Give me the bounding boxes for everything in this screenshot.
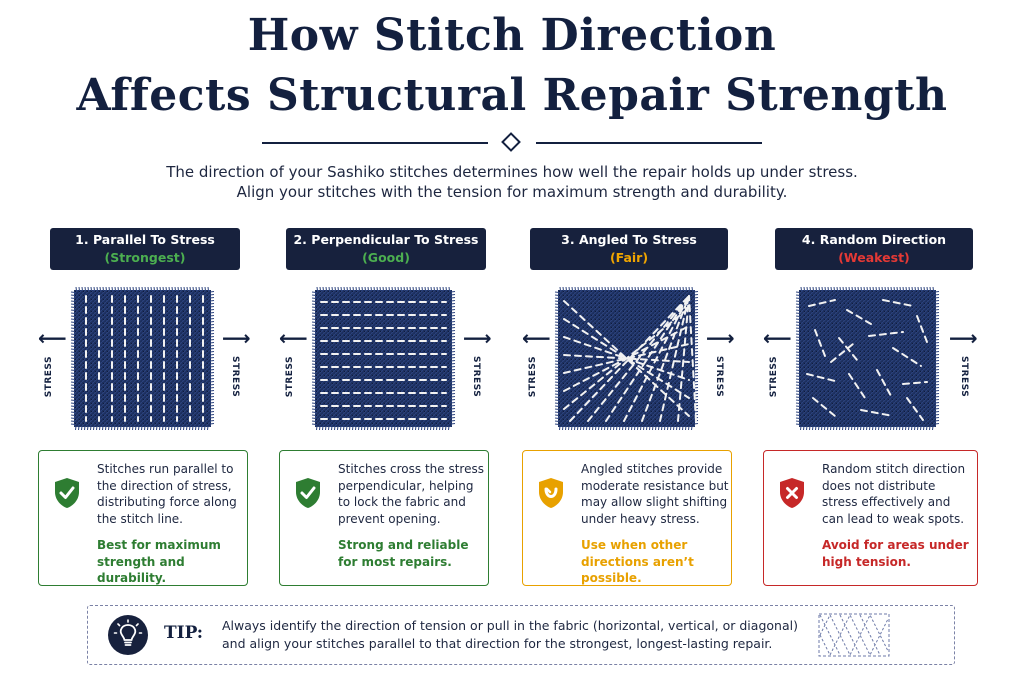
method-badge: 1. Parallel To Stress (Strongest) <box>50 228 240 270</box>
stress-label-left: STRESS <box>44 356 54 398</box>
card-description: Angled stitches provide moderate resista… <box>581 462 729 526</box>
arrow-left-icon: ⟵ <box>279 326 308 350</box>
stress-label-right: STRESS <box>230 356 240 398</box>
page-title-line-2: Affects Structural Repair Strength <box>76 70 948 121</box>
stress-label-right: STRESS <box>959 356 969 398</box>
arrow-left-icon: ⟵ <box>522 326 551 350</box>
card-description: Random stitch direction does not distrib… <box>822 462 966 526</box>
fabric-swatch-random <box>795 286 940 431</box>
method-rating: (Good) <box>362 250 410 265</box>
sashiko-pattern-swatch <box>818 613 890 657</box>
card-description: Stitches cross the stress perpendicular,… <box>338 462 484 526</box>
arrow-right-icon: ⟶ <box>706 326 735 350</box>
method-title: 1. Parallel To Stress <box>75 232 215 247</box>
method-badge: 4. Random Direction (Weakest) <box>775 228 973 270</box>
page-title-line-1: How Stitch Direction <box>247 10 777 61</box>
lightbulb-icon <box>108 615 148 655</box>
method-badge: 2. Perpendicular To Stress (Good) <box>286 228 486 270</box>
method-badge: 3. Angled To Stress (Fair) <box>530 228 728 270</box>
arrow-right-icon: ⟶ <box>949 326 978 350</box>
fabric-swatch-perpendicular <box>311 286 456 431</box>
card-description: Stitches run parallel to the direction o… <box>97 462 237 526</box>
x-shield-icon <box>780 478 804 508</box>
stress-label-right: STRESS <box>714 356 724 398</box>
tip-text: Always identify the direction of tension… <box>222 618 798 651</box>
card-verdict: Strong and reliable for most repairs. <box>338 538 469 569</box>
info-card: Random stitch direction does not distrib… <box>763 450 978 586</box>
tip-box: TIP: Always identify the direction of te… <box>87 605 955 665</box>
card-verdict: Use when other directions aren’t possibl… <box>581 538 694 585</box>
info-card: Stitches cross the stress perpendicular,… <box>279 450 489 586</box>
check-shield-icon <box>55 478 79 508</box>
card-verdict: Best for maximum strength and durability… <box>97 538 221 585</box>
subtitle-line-1: The direction of your Sashiko stitches d… <box>166 163 858 181</box>
title-divider <box>262 132 762 153</box>
stress-label-right: STRESS <box>471 356 481 398</box>
arrow-right-icon: ⟶ <box>222 326 251 350</box>
warning-shield-icon <box>539 478 563 508</box>
fabric-swatch-parallel <box>70 286 215 431</box>
fabric-swatch-angled <box>554 286 699 431</box>
method-rating: (Weakest) <box>838 250 910 265</box>
arrow-right-icon: ⟶ <box>463 326 492 350</box>
method-title: 4. Random Direction <box>801 232 947 247</box>
method-title: 2. Perpendicular To Stress <box>293 232 479 247</box>
info-card: Stitches run parallel to the direction o… <box>38 450 248 586</box>
stress-label-left: STRESS <box>285 356 295 398</box>
arrow-left-icon: ⟵ <box>763 326 792 350</box>
info-card: Angled stitches provide moderate resista… <box>522 450 732 586</box>
check-shield-icon <box>296 478 320 508</box>
method-rating: (Strongest) <box>104 250 186 265</box>
diamond-icon <box>501 132 521 152</box>
card-verdict: Avoid for areas under high tension. <box>822 538 969 569</box>
method-rating: (Fair) <box>609 250 649 265</box>
subtitle-line-2: Align your stitches with the tension for… <box>236 183 788 201</box>
stress-label-left: STRESS <box>769 356 779 398</box>
method-title: 3. Angled To Stress <box>561 232 697 247</box>
tip-label: TIP: <box>164 623 204 643</box>
stress-label-left: STRESS <box>528 356 538 398</box>
arrow-left-icon: ⟵ <box>38 326 67 350</box>
